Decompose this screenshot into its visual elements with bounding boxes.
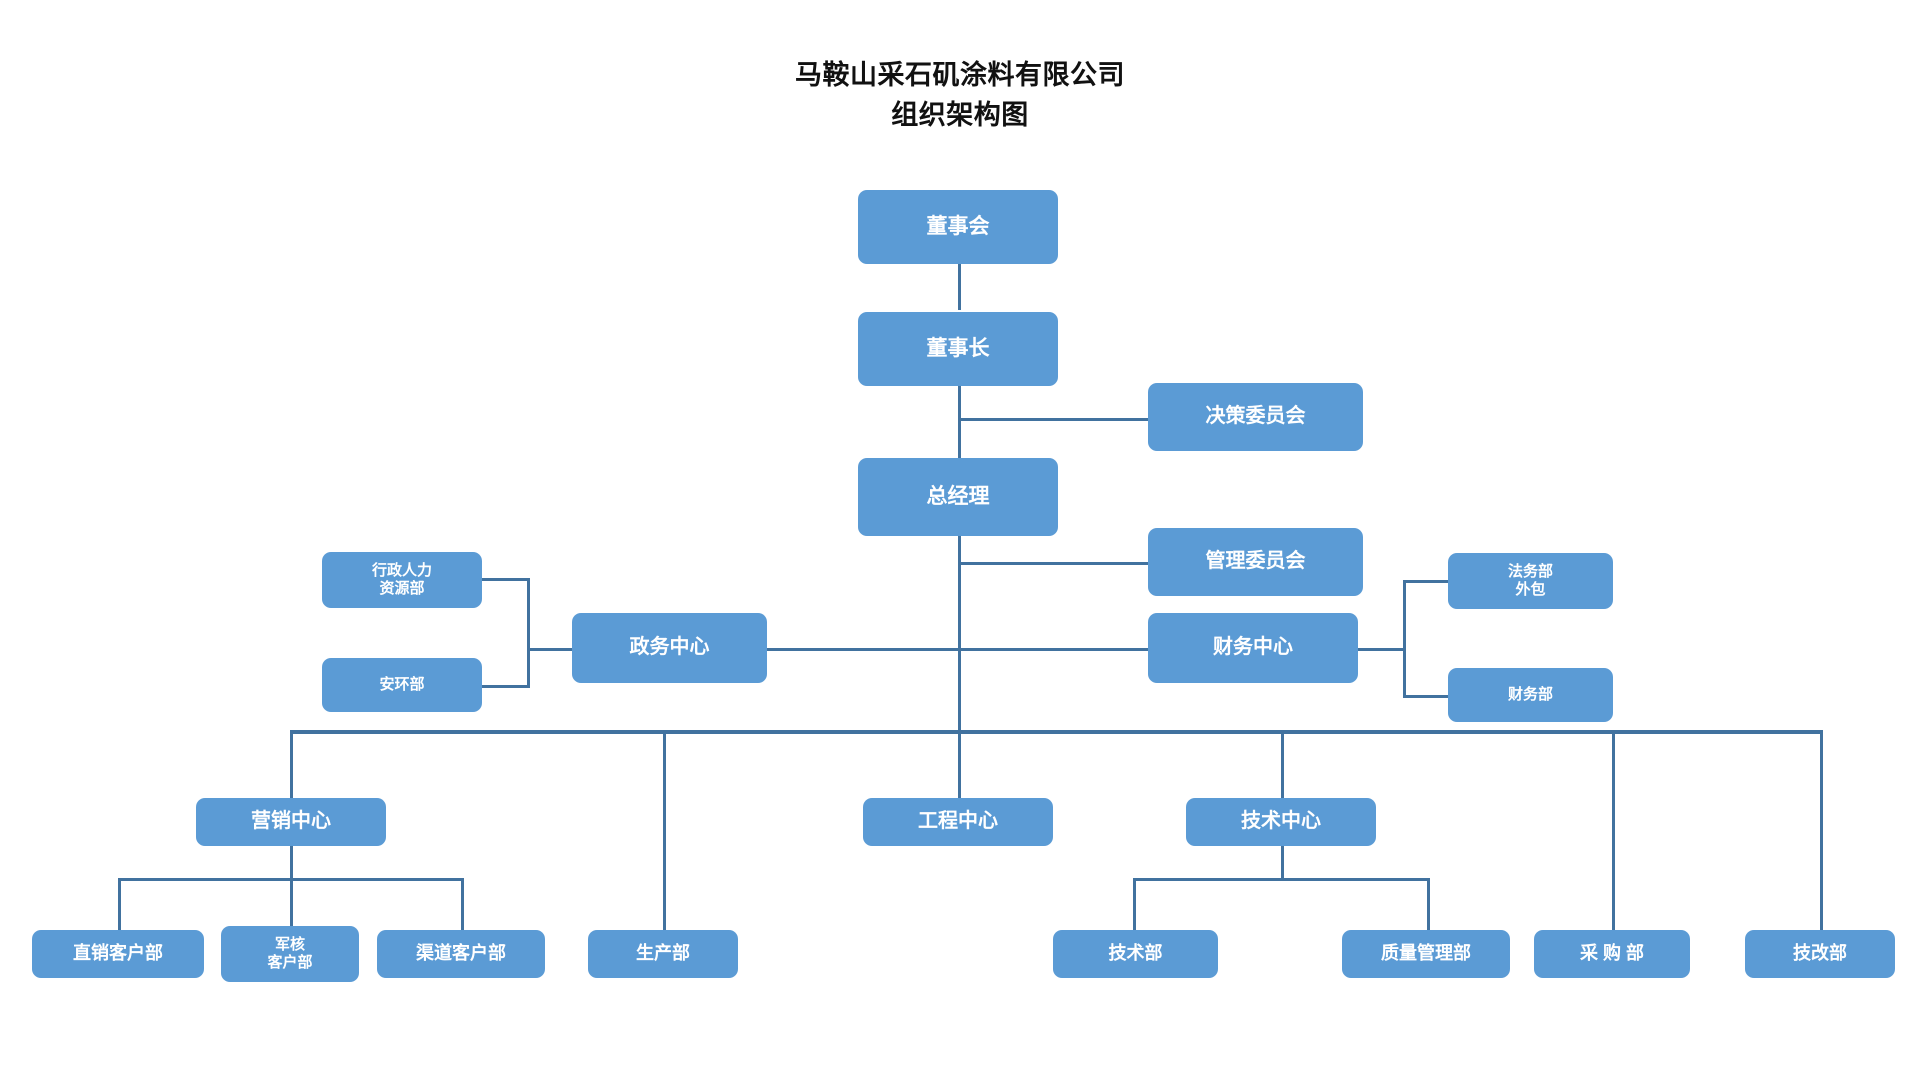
node-engineering-center[interactable]: 工程中心: [863, 798, 1053, 846]
connector-board-chairman: [958, 262, 961, 310]
connector-bus-techimprove: [1820, 730, 1823, 930]
node-production-department[interactable]: 生产部: [588, 930, 738, 978]
chart-title-line-1: 马鞍山采石矶涂料有限公司: [795, 60, 1125, 90]
connector-bus-mktcenter: [290, 730, 293, 798]
node-board-of-directors[interactable]: 董事会: [858, 190, 1058, 264]
node-government-affairs-center[interactable]: 政务中心: [572, 613, 767, 683]
connector-govcenter-stem: [527, 648, 572, 651]
connector-gm-govcenter: [766, 648, 961, 651]
node-safety-environment-department[interactable]: 安环部: [322, 658, 482, 712]
connector-mktcenter-channel: [461, 878, 464, 930]
connector-fincenter-spine: [1403, 580, 1406, 698]
connector-gm-trunk: [958, 535, 961, 732]
connector-main-bus: [290, 730, 1822, 734]
connector-govcenter-spine: [527, 578, 530, 688]
node-admin-hr-department[interactable]: 行政人力 资源部: [322, 552, 482, 608]
connector-govcenter-hr: [481, 578, 529, 581]
node-technical-improvement-department[interactable]: 技改部: [1745, 930, 1895, 978]
connector-chairman-trunk: [958, 385, 961, 460]
connector-fincenter-legal: [1403, 580, 1448, 583]
node-technology-center[interactable]: 技术中心: [1186, 798, 1376, 846]
connector-bus-engcenter: [958, 730, 961, 798]
node-chairman[interactable]: 董事长: [858, 312, 1058, 386]
connector-fincenter-finance: [1403, 695, 1448, 698]
connector-govcenter-safety: [481, 685, 529, 688]
chart-title-line-2: 组织架构图: [891, 100, 1029, 130]
node-direct-sales-customer-department[interactable]: 直销客户部: [32, 930, 204, 978]
connector-fincenter-stem: [1355, 648, 1405, 651]
node-general-manager[interactable]: 总经理: [858, 458, 1058, 536]
node-channel-customer-department[interactable]: 渠道客户部: [377, 930, 545, 978]
node-legal-department-outsourced[interactable]: 法务部 外包: [1448, 553, 1613, 609]
node-decision-committee[interactable]: 决策委员会: [1148, 383, 1363, 451]
chart-title: 马鞍山采石矶涂料有限公司 组织架构图: [0, 55, 1920, 135]
connector-techcenter-quality: [1427, 878, 1430, 930]
connector-mktcenter-military: [290, 878, 293, 930]
connector-gm-mgmt: [958, 562, 1148, 565]
connector-bus-techcenter: [1281, 730, 1284, 798]
node-management-committee[interactable]: 管理委员会: [1148, 528, 1363, 596]
connector-techcenter-stem: [1281, 845, 1284, 880]
node-finance-center[interactable]: 财务中心: [1148, 613, 1358, 683]
connector-chairman-decision: [958, 418, 1148, 421]
node-quality-management-department[interactable]: 质量管理部: [1342, 930, 1510, 978]
connector-mktcenter-direct: [118, 878, 121, 930]
node-purchasing-department[interactable]: 采 购 部: [1534, 930, 1690, 978]
connector-bus-production: [663, 730, 666, 930]
node-finance-department[interactable]: 财务部: [1448, 668, 1613, 722]
connector-gm-fincenter: [958, 648, 1148, 651]
connector-techcenter-spine: [1133, 878, 1429, 881]
connector-mktcenter-stem: [290, 845, 293, 880]
node-technical-department[interactable]: 技术部: [1053, 930, 1218, 978]
node-marketing-center[interactable]: 营销中心: [196, 798, 386, 846]
node-military-nuclear-customer-department[interactable]: 军核 客户部: [221, 926, 359, 982]
connector-bus-purchase: [1612, 730, 1615, 930]
connector-techcenter-tech: [1133, 878, 1136, 930]
